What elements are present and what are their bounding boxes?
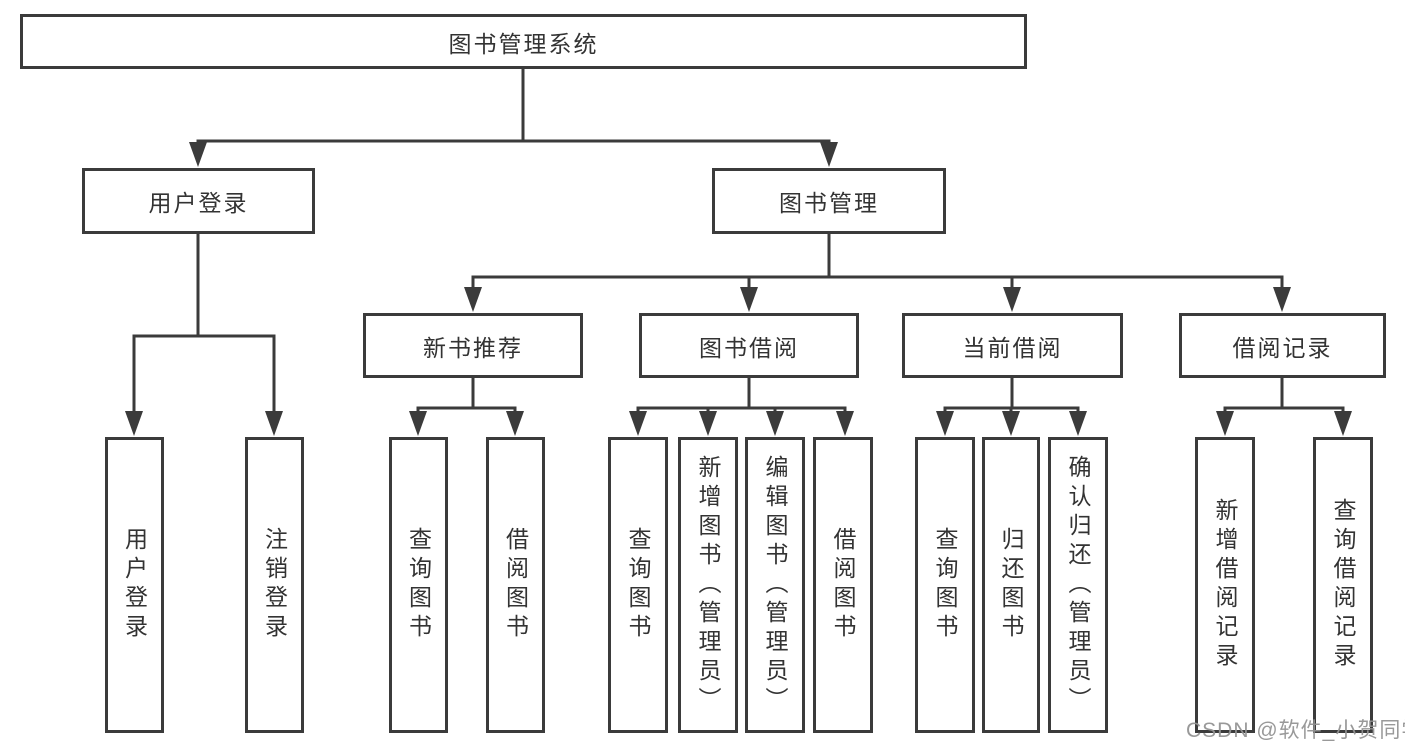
leaf-edit-book-admin-label: 编辑图书（管理员） — [762, 454, 788, 716]
leaf-recommend-borrow-book: 借阅图书 — [486, 437, 545, 733]
node-user-login: 用户登录 — [82, 168, 315, 234]
leaf-confirm-return-admin-label: 确认归还（管理员） — [1065, 454, 1091, 716]
leaf-confirm-return-admin: 确认归还（管理员） — [1048, 437, 1108, 733]
node-root: 图书管理系统 — [20, 14, 1027, 69]
leaf-current-query-book: 查询图书 — [915, 437, 975, 733]
leaf-query-borrow-record: 查询借阅记录 — [1313, 437, 1373, 733]
leaf-query-borrow-record-label: 查询借阅记录 — [1330, 498, 1356, 672]
node-book-management: 图书管理 — [712, 168, 946, 234]
leaf-user-login-label: 用户登录 — [121, 527, 148, 643]
leaf-borrow-query-book-label: 查询图书 — [625, 527, 651, 643]
leaf-add-book-admin: 新增图书（管理员） — [678, 437, 738, 733]
node-borrow-records: 借阅记录 — [1179, 313, 1386, 378]
csdn-watermark: CSDN @软件_小贺同学 — [1186, 719, 1405, 742]
node-book-borrow: 图书借阅 — [639, 313, 859, 378]
node-book-management-label: 图书管理 — [779, 190, 879, 216]
node-root-label: 图书管理系统 — [448, 30, 599, 57]
arrowheads — [125, 142, 1352, 436]
leaf-add-borrow-record-label: 新增借阅记录 — [1212, 498, 1238, 672]
leaf-borrow-query-book: 查询图书 — [608, 437, 668, 733]
leaf-return-book: 归还图书 — [982, 437, 1040, 733]
node-current-borrow: 当前借阅 — [902, 313, 1123, 378]
leaf-user-login: 用户登录 — [105, 437, 164, 733]
leaf-add-borrow-record: 新增借阅记录 — [1195, 437, 1255, 733]
node-book-borrow-label: 图书借阅 — [699, 334, 799, 361]
leaf-logout: 注销登录 — [245, 437, 304, 733]
leaf-logout-label: 注销登录 — [261, 527, 288, 643]
leaf-recommend-query-book-label: 查询图书 — [405, 527, 432, 643]
leaf-recommend-borrow-book-label: 借阅图书 — [502, 527, 529, 643]
node-user-login-label: 用户登录 — [148, 190, 249, 216]
leaf-current-query-book-label: 查询图书 — [932, 527, 958, 643]
leaf-recommend-query-book: 查询图书 — [389, 437, 448, 733]
leaf-borrow-book-label: 借阅图书 — [830, 527, 856, 643]
node-new-book-recommend-label: 新书推荐 — [423, 334, 523, 361]
leaf-borrow-book: 借阅图书 — [813, 437, 873, 733]
leaf-edit-book-admin: 编辑图书（管理员） — [745, 437, 805, 733]
leaf-add-book-admin-label: 新增图书（管理员） — [695, 454, 721, 716]
leaf-return-book-label: 归还图书 — [998, 527, 1024, 643]
node-current-borrow-label: 当前借阅 — [962, 334, 1063, 361]
node-borrow-records-label: 借阅记录 — [1232, 334, 1333, 361]
node-new-book-recommend: 新书推荐 — [363, 313, 583, 378]
